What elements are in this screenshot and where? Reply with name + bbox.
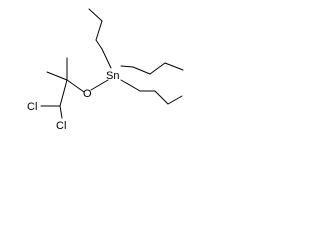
bond-butyl2-c1-c2 xyxy=(132,66,151,75)
bond-butyl2-c2-c3 xyxy=(149,62,166,75)
molecule-structure: Sn O Cl Cl xyxy=(27,8,184,132)
bond-cquat-methyl1 xyxy=(46,71,68,81)
bond-sn-butyl1-c1 xyxy=(101,48,112,69)
bond-butyl1-c3-c4 xyxy=(88,8,103,22)
bond-sn-butyl2-c1 xyxy=(120,65,134,68)
atom-label-chlorine-upper: Cl xyxy=(27,101,37,113)
bond-chcl2-cl-lower xyxy=(59,105,63,119)
bond-cquat-chcl2 xyxy=(59,79,68,107)
bond-butyl1-c2-c3 xyxy=(95,20,103,41)
bond-sn-o xyxy=(90,79,109,91)
atom-label-oxygen: O xyxy=(83,88,92,100)
bond-butyl1-c1-c2 xyxy=(95,39,103,50)
atom-label-tin: Sn xyxy=(106,70,119,82)
bond-o-cquat xyxy=(66,79,85,93)
bond-sn-butyl3-c1 xyxy=(120,79,141,92)
bond-butyl3-c2-c3 xyxy=(154,90,169,105)
atom-label-chlorine-lower: Cl xyxy=(56,120,66,132)
bond-butyl2-c3-c4 xyxy=(164,62,184,71)
bond-butyl3-c3-c4 xyxy=(167,95,183,105)
